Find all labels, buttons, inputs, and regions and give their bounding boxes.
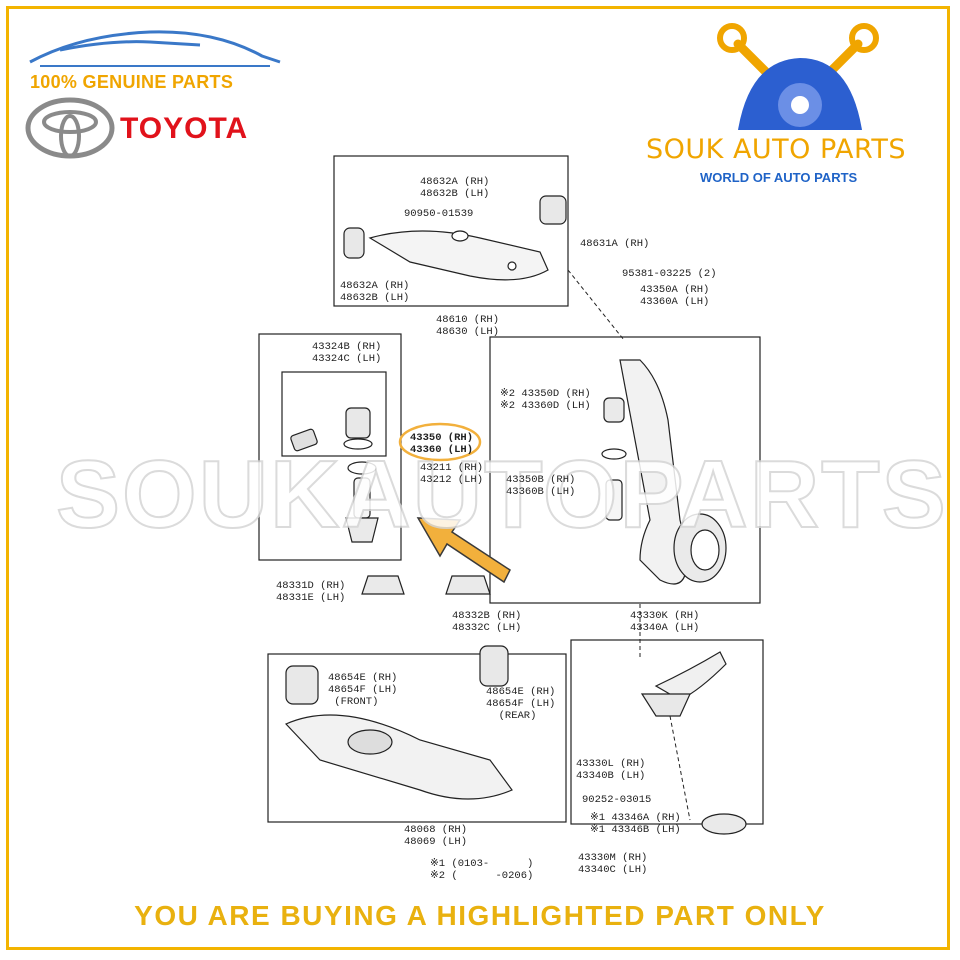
- part-label: 95381-03225 (2): [622, 268, 717, 280]
- part-label: ※1 43346A (RH) ※1 43346B (LH): [590, 812, 681, 836]
- knuckle-box: [489, 336, 761, 604]
- lower-arm-box: [267, 645, 567, 823]
- shop-name: SOUK AUTO PARTS: [646, 134, 906, 165]
- shop-tagline: WORLD OF AUTO PARTS: [700, 170, 858, 185]
- part-label: 43330K (RH) 43340A (LH): [630, 610, 700, 634]
- highlight-circle: [398, 422, 482, 462]
- part-label: 90950-01539: [404, 208, 474, 220]
- part-label: 43350A (RH) 43360A (LH): [640, 284, 710, 308]
- toyota-wordmark: TOYOTA: [120, 112, 249, 145]
- part-label: 43350B (RH) 43360B (LH): [506, 474, 576, 498]
- disclaimer-banner: YOU ARE BUYING A HIGHLIGHTED PART ONLY: [134, 900, 826, 931]
- part-label: 48068 (RH) 48069 (LH): [404, 824, 468, 848]
- part-label: 90252-03015: [582, 794, 652, 806]
- part-label: 48332B (RH) 48332C (LH): [452, 610, 522, 634]
- part-label: 48632A (RH) 48632B (LH): [340, 280, 410, 304]
- highlighted-part-label: 43350 (RH) 43360 (LH): [410, 432, 474, 456]
- part-label: ※2 43350D (RH) ※2 43360D (LH): [500, 388, 591, 412]
- part-label: 43324B (RH) 43324C (LH): [312, 341, 382, 365]
- part-label: 43330M (RH) 43340C (LH): [578, 852, 648, 876]
- steering-arm-box: [570, 639, 764, 835]
- part-label: 48654E (RH) 48654F (LH) (REAR): [486, 686, 556, 722]
- part-label: 48654E (RH) 48654F (LH) (FRONT): [328, 672, 398, 708]
- watermark: SOUKAUTOPARTS: [55, 440, 948, 549]
- part-label: 43330L (RH) 43340B (LH): [576, 758, 646, 782]
- toyota-emblem-icon: [25, 97, 115, 159]
- part-label: 48631A (RH): [580, 238, 650, 250]
- genuine-parts-label: 100% GENUINE PARTS: [30, 72, 234, 92]
- leader-lines: [567, 269, 691, 821]
- highlight-arrow-icon: [416, 517, 511, 584]
- upper-arm-box: [333, 155, 569, 307]
- car-logo-icon: [29, 30, 281, 67]
- bump-stops: [361, 575, 491, 595]
- part-label: 48632A (RH) 48632B (LH): [420, 176, 490, 200]
- image-border: [6, 6, 950, 950]
- applicability-notes: ※1 (0103- ) ※2 ( -0206): [430, 858, 534, 882]
- wheel-logo-icon: [738, 58, 862, 130]
- part-label: 43211 (RH) 43212 (LH): [420, 462, 484, 486]
- part-label: 48610 (RH) 48630 (LH): [436, 314, 500, 338]
- part-label: 48331D (RH) 48331E (LH): [276, 580, 346, 604]
